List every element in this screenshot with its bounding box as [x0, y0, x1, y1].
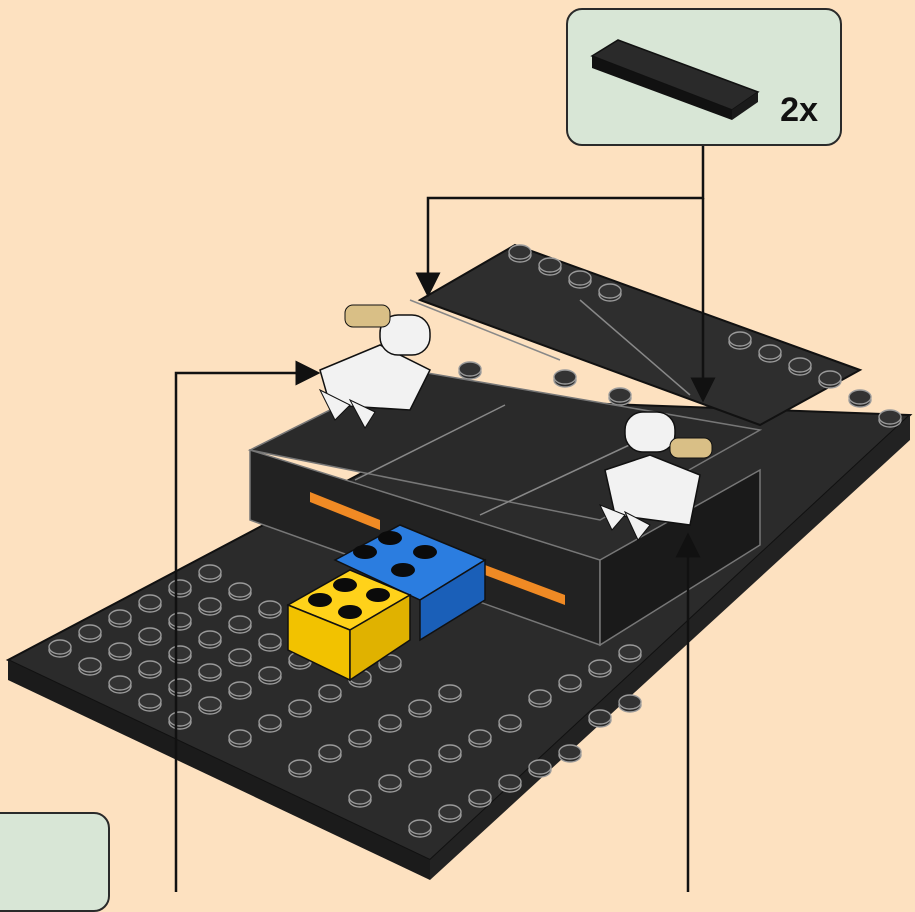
parts-callout: 2x [566, 8, 842, 146]
callout-quantity: 2x [780, 91, 818, 130]
secondary-callout [0, 812, 110, 912]
